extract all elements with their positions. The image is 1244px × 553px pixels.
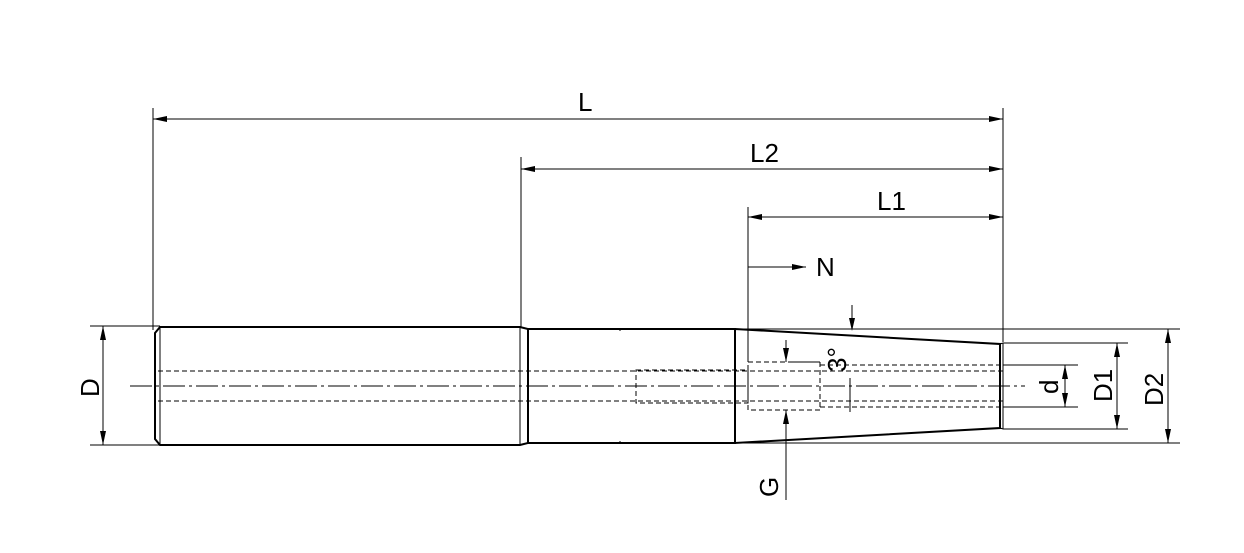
dimension-D (90, 325, 160, 446)
dimension-D1 (1003, 342, 1128, 430)
dimension-G (783, 340, 789, 500)
dimension-L1 (747, 207, 1003, 362)
internal-bore-hidden-lines (158, 361, 1003, 411)
label-D1: D1 (1088, 369, 1118, 402)
dimension-D2 (735, 328, 1180, 444)
label-d: d (1034, 380, 1064, 394)
dimension-L2 (520, 157, 1003, 328)
label-D: D (75, 378, 105, 397)
label-D2: D2 (1139, 373, 1169, 406)
label-N: N (816, 252, 835, 282)
label-L2: L2 (750, 138, 779, 168)
label-angle: 3° (822, 347, 852, 372)
dimension-angle (788, 305, 855, 412)
label-G: G (754, 477, 784, 497)
label-L1: L1 (877, 186, 906, 216)
label-L: L (578, 87, 592, 117)
dimension-L (152, 108, 1004, 342)
dimension-N (748, 264, 806, 270)
dimension-d (1003, 364, 1078, 408)
